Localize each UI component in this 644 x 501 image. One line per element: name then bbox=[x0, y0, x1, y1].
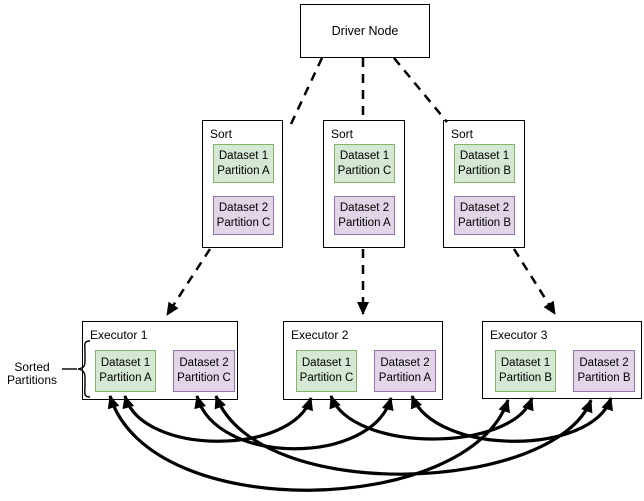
executor3-dataset2-partition: Dataset 2 Partition B bbox=[573, 350, 635, 392]
executor-3-label: Executor 3 bbox=[490, 328, 548, 342]
partition-label: Dataset 2 bbox=[179, 357, 229, 370]
partition-label: Partition C bbox=[299, 372, 354, 384]
sort1-dataset2-partition: Dataset 2 Partition C bbox=[213, 196, 274, 235]
sort3-dataset1-partition: Dataset 1 Partition B bbox=[454, 144, 515, 183]
partition-label: Partition B bbox=[498, 372, 553, 384]
executor2-dataset1-partition: Dataset 1 Partition C bbox=[296, 350, 357, 392]
executor-node-3: Executor 3 Dataset 1 Partition B Dataset… bbox=[482, 321, 642, 399]
executor-node-1: Executor 1 Dataset 1 Partition A Dataset… bbox=[82, 321, 238, 400]
partition-label: Partition C bbox=[216, 216, 271, 229]
partition-label: Dataset 1 bbox=[459, 149, 510, 162]
partition-label: Dataset 1 bbox=[500, 357, 551, 370]
driver-node-label: Driver Node bbox=[331, 24, 399, 38]
sort1-dataset1-partition: Dataset 1 Partition A bbox=[213, 144, 274, 183]
driver-node-box: Driver Node bbox=[300, 4, 430, 58]
sort-node-2: Sort Dataset 1 Partition C Dataset 2 Par… bbox=[323, 120, 405, 248]
sort2-dataset2-partition: Dataset 2 Partition A bbox=[334, 196, 395, 235]
sort-node-2-label: Sort bbox=[331, 127, 354, 141]
partition-label: Dataset 2 bbox=[380, 357, 430, 370]
partition-label: Dataset 1 bbox=[100, 357, 151, 370]
executor1-dataset1-partition: Dataset 1 Partition A bbox=[95, 350, 156, 392]
sorted-partitions-label: Sorted Partitions bbox=[2, 360, 62, 388]
partition-label: Partition A bbox=[99, 372, 152, 384]
dashed-arrow-sort1-executor1 bbox=[165, 248, 212, 316]
sort3-dataset2-partition: Dataset 2 Partition B bbox=[454, 196, 515, 235]
partition-label: Partition C bbox=[177, 372, 231, 384]
partition-label: Partition A bbox=[378, 372, 432, 384]
partition-label: Partition B bbox=[457, 216, 512, 229]
executor1-dataset2-partition: Dataset 2 Partition C bbox=[173, 350, 235, 392]
shuffle-arrow-e1d1-e2d1 bbox=[122, 395, 313, 443]
shuffle-arrow-e2d2-e3d2 bbox=[410, 395, 613, 443]
sorted-partitions-line1: Sorted bbox=[14, 360, 50, 374]
sort-node-1-label: Sort bbox=[210, 127, 233, 141]
partition-label: Dataset 1 bbox=[218, 149, 269, 162]
partition-label: Dataset 2 bbox=[579, 357, 629, 370]
sort-node-3: Sort Dataset 1 Partition B Dataset 2 Par… bbox=[443, 120, 525, 248]
dashed-arrow-sort3-executor3 bbox=[512, 248, 557, 315]
executor-2-label: Executor 2 bbox=[291, 328, 349, 342]
partition-label: Partition A bbox=[338, 216, 391, 229]
sort-node-3-label: Sort bbox=[451, 127, 474, 141]
executor-1-label: Executor 1 bbox=[90, 328, 148, 342]
partition-label: Partition C bbox=[337, 164, 392, 177]
sort-node-1: Sort Dataset 1 Partition A Dataset 2 Par… bbox=[202, 120, 283, 248]
partition-label: Partition B bbox=[457, 164, 512, 177]
executor-node-2: Executor 2 Dataset 1 Partition C Dataset… bbox=[283, 321, 443, 400]
shuffle-arrow-e1d2-e2d2 bbox=[194, 395, 394, 451]
executor2-dataset2-partition: Dataset 2 Partition A bbox=[374, 350, 436, 392]
partition-label: Dataset 1 bbox=[339, 149, 390, 162]
shuffle-arrow-e1d1-e3d1 bbox=[107, 395, 510, 492]
partition-label: Dataset 2 bbox=[459, 201, 510, 214]
dashed-edge-driver-sort3 bbox=[393, 57, 448, 123]
partition-label: Dataset 2 bbox=[339, 201, 390, 214]
partition-label: Dataset 2 bbox=[218, 201, 269, 214]
partition-label: Dataset 1 bbox=[301, 357, 352, 370]
partition-label: Partition A bbox=[217, 164, 270, 177]
sorted-partitions-line2: Partitions bbox=[6, 373, 58, 388]
shuffle-arrow-e2d1-e3d1 bbox=[329, 395, 534, 441]
partition-label: Partition B bbox=[577, 372, 631, 384]
sort2-dataset1-partition: Dataset 1 Partition C bbox=[334, 144, 395, 183]
shuffle-arrow-e1d2-e3d2 bbox=[214, 395, 593, 476]
dashed-edge-driver-sort1 bbox=[289, 57, 324, 125]
executor3-dataset1-partition: Dataset 1 Partition B bbox=[495, 350, 556, 392]
